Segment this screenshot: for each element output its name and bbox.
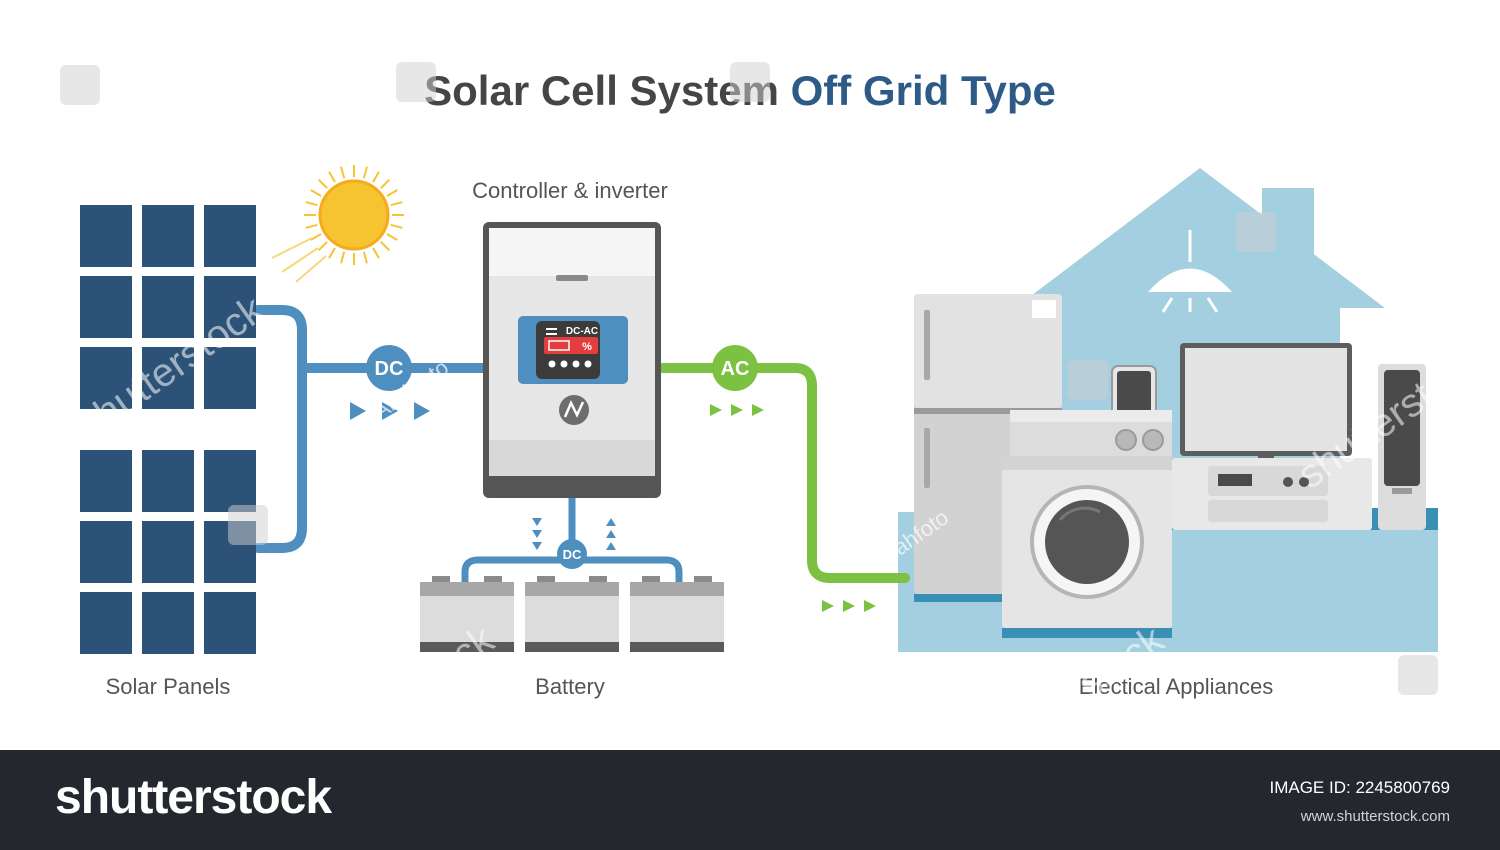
- footer-brand-logo[interactable]: shutterstock: [55, 771, 332, 824]
- solar-cell: [204, 276, 256, 338]
- oven: [1010, 410, 1172, 463]
- solar-cell: [204, 450, 256, 512]
- image-id-text: IMAGE ID: 2245800769: [1269, 778, 1450, 797]
- solar-cell: [142, 205, 194, 267]
- ac-wiring: [655, 363, 910, 583]
- dc-badge: DC: [366, 345, 412, 391]
- appliances-label: Electical Appliances: [1079, 674, 1273, 699]
- solar-cell: [80, 450, 132, 512]
- ac-badge: AC: [712, 345, 758, 391]
- solar-cell: [204, 521, 256, 583]
- solar-cell: [204, 592, 256, 654]
- battery-flow-arrows: [532, 518, 616, 550]
- title-part-2: Off Grid Type: [791, 67, 1056, 114]
- dc-wiring: [253, 305, 495, 553]
- inverter-percent-text: %: [582, 341, 592, 353]
- dc-flow-arrows: [350, 402, 430, 420]
- solar-cell: [142, 450, 194, 512]
- watermark-text: shutterstock: [950, 37, 1153, 197]
- solar-cell: [80, 592, 132, 654]
- solar-system-diagram: Solar Cell System Off Grid Type: [60, 37, 1438, 699]
- solar-cell: [204, 347, 256, 409]
- appliance-flow-arrows: [822, 600, 876, 612]
- solar-panels-label: Solar Panels: [106, 674, 231, 699]
- television: [1180, 343, 1352, 461]
- battery-cell: [630, 582, 724, 596]
- battery-bank: [420, 576, 724, 652]
- solar-cell: [142, 592, 194, 654]
- battery-cell: [420, 582, 514, 596]
- solar-panel-array-bottom: [80, 450, 256, 654]
- title-part-1: Solar Cell System: [424, 67, 791, 114]
- battery-label: Battery: [535, 674, 605, 699]
- solar-cell: [80, 521, 132, 583]
- solar-cell: [142, 521, 194, 583]
- battery-level-icon: [548, 340, 570, 351]
- sun-icon: [271, 165, 404, 283]
- solar-cell: [80, 205, 132, 267]
- controller-inverter: DC-AC %: [483, 222, 661, 498]
- controller-label: Controller & inverter: [472, 178, 668, 203]
- footer-bar: [0, 750, 1500, 850]
- washing-machine: [1002, 456, 1172, 638]
- ac-flow-arrows: [710, 404, 764, 416]
- ceiling-lamp-icon: [1148, 230, 1232, 313]
- solar-cell: [142, 347, 194, 409]
- battery-dc-badge-label: DC: [563, 547, 582, 562]
- site-link[interactable]: www.shutterstock.com: [1300, 808, 1450, 825]
- inverter-mode-text: DC-AC: [566, 326, 598, 337]
- solar-panel-array-top: [80, 205, 256, 409]
- solar-cell: [204, 205, 256, 267]
- battery-dc-badge: DC: [557, 539, 587, 569]
- stereo-system: [1172, 458, 1372, 530]
- solar-cell: [142, 276, 194, 338]
- speaker-tower: [1378, 364, 1426, 530]
- solar-cell: [80, 276, 132, 338]
- diagram-title: Solar Cell System Off Grid Type: [424, 67, 1056, 114]
- ac-badge-label: AC: [721, 358, 750, 380]
- battery-cell: [525, 582, 619, 596]
- dc-badge-label: DC: [375, 358, 404, 380]
- solar-cell: [80, 347, 132, 409]
